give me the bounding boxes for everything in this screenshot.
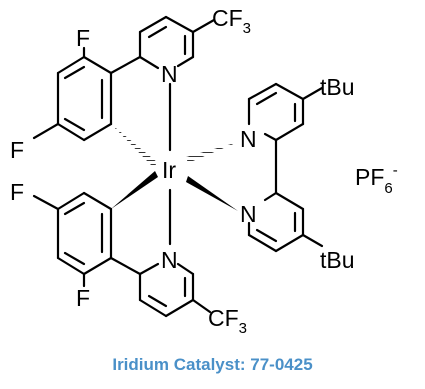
- molecule-structure: Ir N N N N F F F F CF3 CF3 tBu tBu PF6-: [10, 5, 398, 337]
- nitrogen-label-bipy-bottom: N: [240, 201, 257, 227]
- nitrogen-label-bipy-top: N: [240, 126, 257, 152]
- cf3-label-bottom: CF3: [208, 305, 247, 337]
- metal-bonds: [111, 82, 238, 246]
- fluorine-label-2: F: [10, 137, 24, 163]
- fluorine-label-4: F: [76, 285, 90, 311]
- tbu-label-bottom: tBu: [320, 247, 355, 273]
- tbu-label-top: tBu: [320, 74, 355, 100]
- cf3-label-top: CF3: [212, 5, 251, 37]
- svg-text:CF3: CF3: [212, 5, 251, 37]
- upper-pyridine-ring: [109, 15, 216, 75]
- catalyst-caption: Iridium Catalyst: 77-0425: [112, 355, 313, 374]
- iridium-atom-label: Ir: [162, 157, 176, 183]
- lower-phenyl-ring: [32, 191, 113, 288]
- svg-text:CF3: CF3: [208, 305, 247, 337]
- fluorine-label-1: F: [76, 25, 90, 51]
- lower-bipyridine-ring: [247, 191, 324, 253]
- lower-pyridine-ring: [109, 256, 212, 318]
- upper-phenyl-ring: [32, 46, 113, 142]
- fluorine-label-3: F: [10, 179, 24, 205]
- nitrogen-label-top: N: [161, 61, 178, 87]
- upper-bipyridine-ring: [247, 82, 324, 142]
- counterion-label: PF6-: [355, 162, 398, 197]
- nitrogen-label-bottom: N: [161, 247, 178, 273]
- svg-text:PF6-: PF6-: [355, 162, 398, 197]
